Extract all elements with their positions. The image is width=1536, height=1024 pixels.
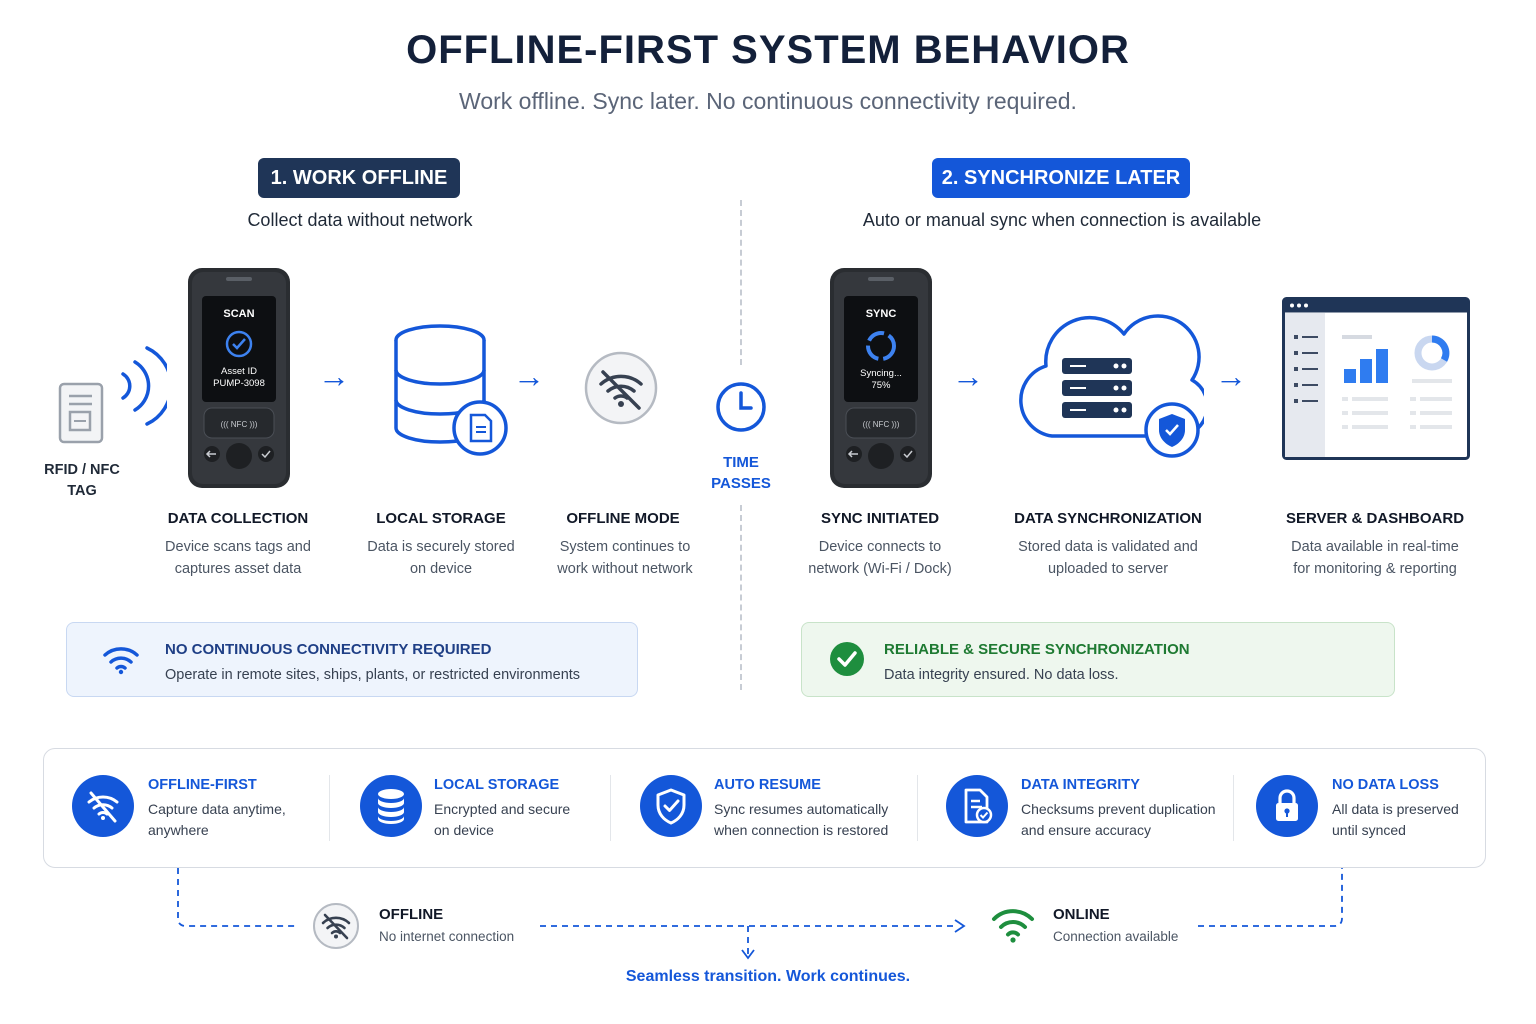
phase-2-label: 2. SYNCHRONIZE LATER — [932, 158, 1190, 198]
page-subtitle: Work offline. Sync later. No continuous … — [459, 88, 1077, 114]
info-box-no-connectivity: NO CONTINUOUS CONNECTIVITY REQUIRED Oper… — [66, 622, 638, 697]
online-state-wifi-icon — [992, 909, 1034, 943]
device-sync-percent: 75% — [871, 380, 891, 391]
clock-icon — [716, 382, 766, 432]
offline-state-title: OFFLINE — [379, 906, 444, 923]
document-check-icon — [946, 775, 1008, 837]
device-nfc-label: ((( NFC ))) — [221, 420, 258, 429]
online-state-desc: Connection available — [1053, 929, 1179, 944]
shield-check-icon — [640, 775, 702, 837]
feature-separator — [917, 775, 918, 841]
device-nfc-label: ((( NFC ))) — [863, 420, 900, 429]
device-asset-id-label: Asset ID — [221, 366, 257, 377]
features-strip: OFFLINE-FIRST Capture data anytime,anywh… — [43, 748, 1486, 868]
feature-data-integrity-title: DATA INTEGRITY — [1021, 777, 1140, 793]
flow-arrow-3: → — [952, 358, 984, 394]
offline-state-wifi-off-icon — [313, 903, 359, 949]
dashboard-window-icon — [1282, 297, 1470, 460]
info-box-no-connectivity-title: NO CONTINUOUS CONNECTIVITY REQUIRED — [165, 641, 492, 658]
phase-1-label: 1. WORK OFFLINE — [258, 158, 460, 198]
step-data-collection-title: DATA COLLECTION — [167, 510, 309, 527]
feature-separator — [329, 775, 330, 841]
database-icon — [360, 775, 422, 837]
transition-caption: Seamless transition. Work continues. — [625, 968, 911, 985]
offline-state-desc: No internet connection — [379, 929, 515, 944]
device-asset-id-value: PUMP-3098 — [213, 378, 265, 389]
feature-separator — [610, 775, 611, 841]
wifi-off-icon — [72, 775, 134, 837]
device-sync-status: Syncing... — [860, 368, 902, 379]
feature-offline-first-title: OFFLINE-FIRST — [148, 777, 257, 793]
info-box-secure-sync: RELIABLE & SECURE SYNCHRONIZATION Data i… — [801, 622, 1395, 697]
feature-separator — [1233, 775, 1234, 841]
center-divider-bottom — [740, 505, 742, 690]
device-screen-title: SYNC — [866, 308, 897, 320]
flow-arrow-1: → — [318, 358, 350, 394]
phase-2-description: Auto or manual sync when connection is a… — [862, 210, 1262, 230]
step-server-dashboard-title: SERVER & DASHBOARD — [1285, 510, 1465, 527]
info-box-no-connectivity-desc: Operate in remote sites, ships, plants, … — [165, 667, 581, 683]
handheld-device-scan: SCAN Asset ID PUMP-3098 ((( NFC ))) — [188, 268, 290, 488]
step-local-storage-title: LOCAL STORAGE — [376, 510, 506, 527]
flow-arrow-4: → — [1215, 358, 1247, 394]
signal-waves-icon — [121, 346, 167, 426]
device-screen-title: SCAN — [223, 308, 254, 320]
online-state-title: ONLINE — [1053, 906, 1110, 923]
check-circle-icon — [830, 642, 864, 676]
feature-no-data-loss-title: NO DATA LOSS — [1332, 777, 1439, 793]
rfid-tag-icon — [58, 382, 104, 444]
phase-1-description: Collect data without network — [247, 210, 473, 230]
flow-arrow-2: → — [513, 358, 545, 394]
lock-icon — [1256, 775, 1318, 837]
cloud-server-icon — [1019, 314, 1204, 458]
feature-local-storage-title: LOCAL STORAGE — [434, 777, 560, 793]
feature-offline-first-desc: Capture data anytime,anywhere — [148, 801, 286, 838]
page-title: OFFLINE-FIRST SYSTEM BEHAVIOR — [406, 28, 1130, 72]
offline-mode-wifi-off-icon — [584, 351, 658, 425]
feature-auto-resume-title: AUTO RESUME — [714, 777, 821, 793]
info-box-secure-sync-title: RELIABLE & SECURE SYNCHRONIZATION — [884, 641, 1190, 658]
offline-online-transition-connector — [177, 868, 1343, 960]
step-offline-mode-title: OFFLINE MODE — [566, 510, 680, 527]
info-box-secure-sync-desc: Data integrity ensured. No data loss. — [884, 667, 1119, 683]
center-divider-top — [740, 200, 742, 365]
handheld-device-sync: SYNC Syncing... 75% ((( NFC ))) — [830, 268, 932, 488]
step-data-sync-title: DATA SYNCHRONIZATION — [1014, 510, 1202, 527]
wifi-icon — [103, 647, 139, 675]
step-sync-initiated-title: SYNC INITIATED — [820, 510, 940, 527]
local-storage-database-icon — [394, 324, 508, 456]
